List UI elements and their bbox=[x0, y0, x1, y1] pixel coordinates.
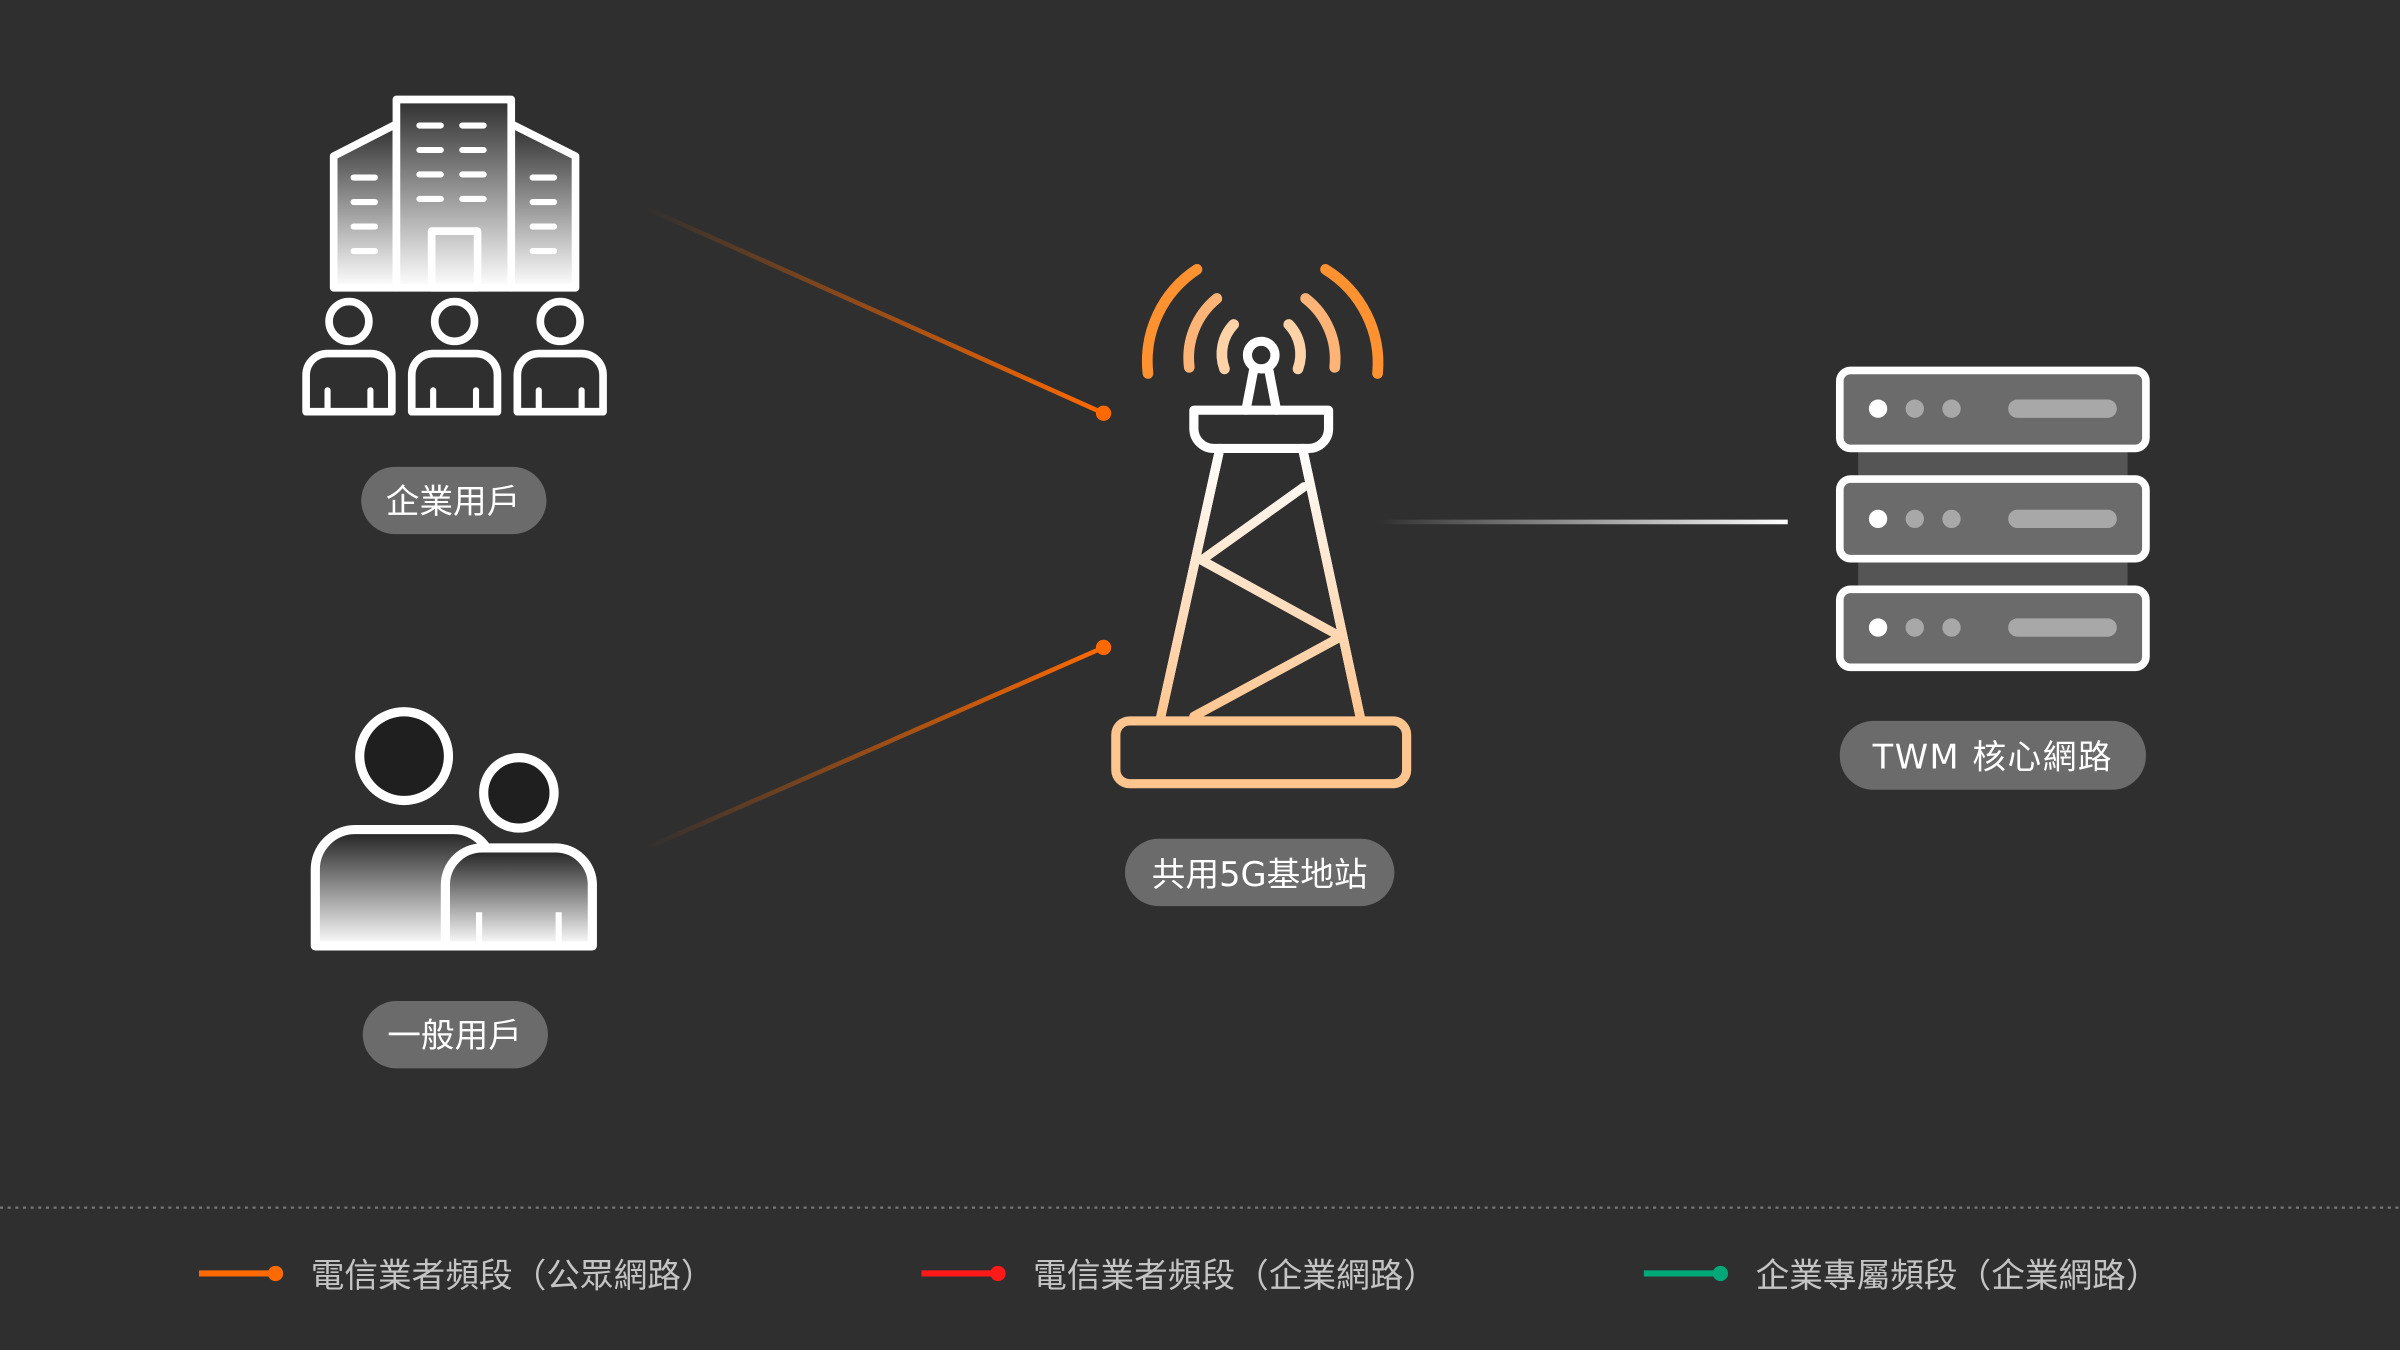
base-station-label: 共用5G基地站 bbox=[1125, 838, 1395, 907]
server-rack-icon bbox=[1835, 366, 2150, 672]
enterprise-to-tower-link bbox=[641, 204, 1112, 421]
users-icon bbox=[310, 707, 597, 951]
general-to-tower-link bbox=[641, 639, 1112, 852]
legend-label: 電信業者頻段（企業網路） bbox=[1033, 1256, 1437, 1295]
legend-label: 企業專屬頻段（企業網路） bbox=[1756, 1256, 2160, 1295]
legend-item-dedicated-enterprise: 企業專屬頻段（企業網路） bbox=[1643, 1256, 2160, 1295]
legend-label: 電信業者頻段（公眾網路） bbox=[311, 1256, 715, 1295]
office-building-with-people-icon bbox=[302, 95, 607, 416]
cell-tower-icon bbox=[1111, 264, 1412, 789]
legend-item-public: 電信業者頻段（公眾網路） bbox=[198, 1256, 715, 1295]
core-network-label: TWM 核心網路 bbox=[1839, 720, 2146, 790]
base-station-text: 共用5G基地站 bbox=[1152, 855, 1368, 894]
legend-item-carrier-enterprise: 電信業者頻段（企業網路） bbox=[921, 1256, 1437, 1295]
core-network-text: TWM 核心網路 bbox=[1872, 737, 2113, 776]
enterprise-users-label: 企業用戶 bbox=[361, 466, 547, 535]
general-users-text: 一般用戶 bbox=[387, 1016, 522, 1055]
enterprise-users-text: 企業用戶 bbox=[386, 482, 521, 521]
general-users-label: 一般用戶 bbox=[362, 1001, 548, 1069]
